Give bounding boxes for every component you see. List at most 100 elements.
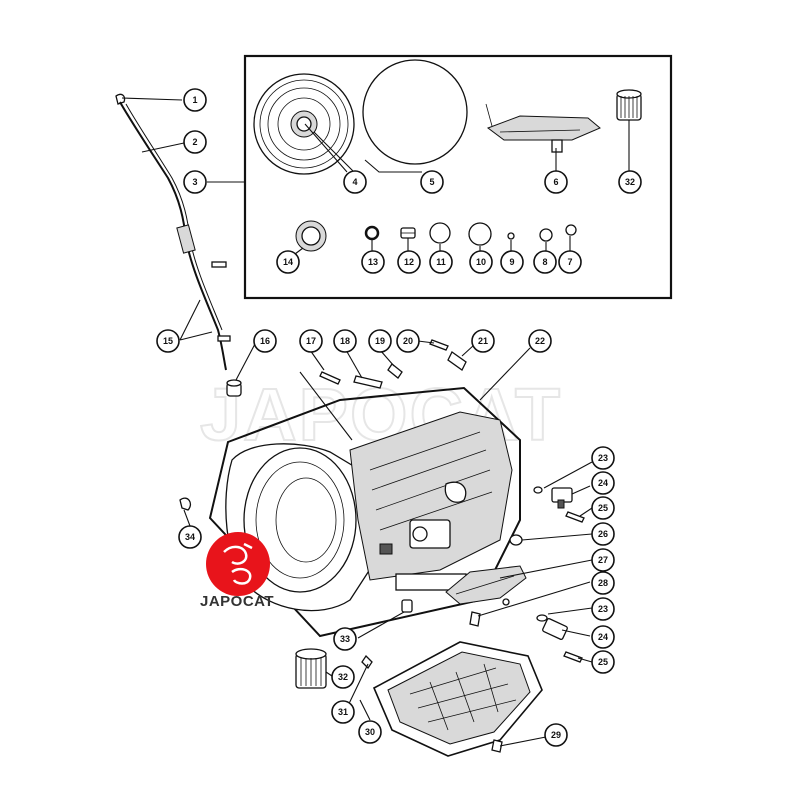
callout-28: 28 bbox=[591, 571, 615, 595]
plug-33 bbox=[401, 599, 413, 613]
oil-pan bbox=[372, 641, 543, 757]
callout-6: 6 bbox=[544, 170, 568, 194]
svg-text:13: 13 bbox=[368, 257, 378, 267]
callout-17: 17 bbox=[299, 329, 323, 353]
svg-text:27: 27 bbox=[598, 555, 608, 565]
svg-text:4: 4 bbox=[352, 177, 357, 187]
logo-text: JAPOCAT bbox=[200, 593, 274, 610]
logo-mark-icon bbox=[223, 542, 253, 585]
svg-text:16: 16 bbox=[260, 336, 270, 346]
bolts-group bbox=[319, 339, 467, 389]
svg-text:24: 24 bbox=[598, 478, 608, 488]
svg-text:10: 10 bbox=[476, 257, 486, 267]
callout-32-lower: 32 bbox=[331, 665, 355, 689]
callout-20: 20 bbox=[396, 329, 420, 353]
bolt-29 bbox=[491, 739, 503, 753]
svg-text:22: 22 bbox=[535, 336, 545, 346]
svg-text:32: 32 bbox=[625, 177, 635, 187]
svg-text:11: 11 bbox=[436, 257, 446, 267]
svg-text:20: 20 bbox=[403, 336, 413, 346]
svg-text:7: 7 bbox=[567, 257, 572, 267]
callout-7: 7 bbox=[558, 250, 582, 274]
svg-text:33: 33 bbox=[340, 634, 350, 644]
oil-filter-pan-type bbox=[485, 103, 601, 153]
callout-5: 5 bbox=[420, 170, 444, 194]
plug-31 bbox=[361, 654, 373, 670]
callout-24-upper: 24 bbox=[591, 471, 615, 495]
cartridge-filter-lower bbox=[295, 648, 327, 689]
callout-19: 19 bbox=[368, 329, 392, 353]
speed-sensor-upper bbox=[533, 486, 585, 523]
callout-34: 34 bbox=[178, 525, 202, 549]
svg-text:6: 6 bbox=[553, 177, 558, 187]
svg-text:26: 26 bbox=[598, 529, 608, 539]
callout-3: 3 bbox=[183, 170, 207, 194]
svg-text:1: 1 bbox=[192, 95, 197, 105]
callout-30: 30 bbox=[358, 720, 382, 744]
oil-filter-27 bbox=[445, 565, 527, 606]
plug-16 bbox=[226, 379, 242, 397]
callout-25-lower: 25 bbox=[591, 650, 615, 674]
callout-21: 21 bbox=[471, 329, 495, 353]
svg-text:25: 25 bbox=[598, 503, 608, 513]
svg-text:19: 19 bbox=[375, 336, 385, 346]
svg-text:8: 8 bbox=[542, 257, 547, 267]
svg-text:9: 9 bbox=[509, 257, 514, 267]
svg-text:15: 15 bbox=[163, 336, 173, 346]
callout-8: 8 bbox=[533, 250, 557, 274]
callout-27: 27 bbox=[591, 548, 615, 572]
o-ring-26 bbox=[509, 534, 523, 546]
callout-13: 13 bbox=[361, 250, 385, 274]
callout-4: 4 bbox=[343, 170, 367, 194]
svg-text:34: 34 bbox=[185, 532, 195, 542]
svg-text:28: 28 bbox=[598, 578, 608, 588]
svg-text:5: 5 bbox=[429, 177, 434, 187]
callout-15: 15 bbox=[156, 329, 180, 353]
callout-33: 33 bbox=[333, 627, 357, 651]
svg-text:32: 32 bbox=[338, 672, 348, 682]
japocat-logo: JAPOCAT bbox=[200, 532, 274, 610]
callout-1: 1 bbox=[183, 88, 207, 112]
callout-32-top: 32 bbox=[618, 170, 642, 194]
svg-text:23: 23 bbox=[598, 604, 608, 614]
svg-text:29: 29 bbox=[551, 730, 561, 740]
callout-24-lower: 24 bbox=[591, 625, 615, 649]
svg-text:17: 17 bbox=[306, 336, 316, 346]
svg-text:12: 12 bbox=[404, 257, 414, 267]
callout-11: 11 bbox=[429, 250, 453, 274]
svg-text:25: 25 bbox=[598, 657, 608, 667]
callout-10: 10 bbox=[469, 250, 493, 274]
svg-text:30: 30 bbox=[365, 727, 375, 737]
callout-12: 12 bbox=[397, 250, 421, 274]
svg-text:21: 21 bbox=[478, 336, 488, 346]
svg-text:2: 2 bbox=[192, 137, 197, 147]
callout-26: 26 bbox=[591, 522, 615, 546]
callout-22: 22 bbox=[528, 329, 552, 353]
callout-2: 2 bbox=[183, 130, 207, 154]
callout-29: 29 bbox=[544, 723, 568, 747]
speed-sensor-lower bbox=[536, 614, 583, 663]
large-seal-ring bbox=[362, 59, 468, 165]
callout-23-upper: 23 bbox=[591, 446, 615, 470]
svg-text:3: 3 bbox=[192, 177, 197, 187]
svg-text:24: 24 bbox=[598, 632, 608, 642]
svg-text:14: 14 bbox=[283, 257, 293, 267]
svg-text:18: 18 bbox=[340, 336, 350, 346]
callout-16: 16 bbox=[253, 329, 277, 353]
dipstick-tube bbox=[115, 93, 231, 371]
cartridge-filter-top bbox=[616, 89, 642, 121]
callout-9: 9 bbox=[500, 250, 524, 274]
callout-23-lower: 23 bbox=[591, 597, 615, 621]
svg-text:31: 31 bbox=[338, 707, 348, 717]
svg-text:23: 23 bbox=[598, 453, 608, 463]
callout-31: 31 bbox=[331, 700, 355, 724]
clip-34 bbox=[179, 497, 192, 511]
callout-14: 14 bbox=[276, 250, 300, 274]
bolt-28 bbox=[469, 611, 481, 627]
torque-converter bbox=[253, 73, 355, 175]
callout-25-upper: 25 bbox=[591, 496, 615, 520]
callout-18: 18 bbox=[333, 329, 357, 353]
small-parts-row bbox=[295, 220, 577, 252]
parts-kit-box bbox=[243, 54, 673, 300]
